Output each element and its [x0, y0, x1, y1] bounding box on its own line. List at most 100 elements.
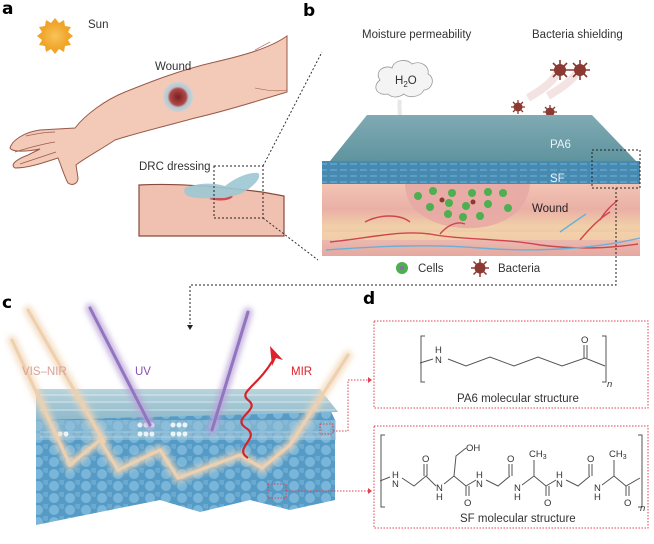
uv-label: UV	[135, 366, 151, 378]
sf-n: N	[594, 483, 601, 494]
sf-h: H	[392, 470, 399, 481]
wound-label-a: Wound	[155, 61, 191, 73]
panel-d: d H N O n PA6 molecular structure	[363, 289, 649, 529]
cell-icon	[468, 189, 476, 197]
panel-letter-c: c	[2, 293, 12, 313]
mir-arrow-icon	[270, 346, 283, 366]
cell-icon	[484, 188, 492, 196]
sf-n: N	[392, 479, 399, 490]
dressing-patch	[184, 172, 260, 199]
bacteria-trails	[525, 68, 582, 102]
zoom-line-bottom	[262, 217, 319, 261]
pa6-caption: PA6 molecular structure	[457, 393, 579, 405]
pa6-layer	[330, 115, 636, 161]
arrow-head-icon	[187, 325, 193, 330]
sf-structure	[379, 434, 643, 508]
bacteria-shielding-label: Bacteria shielding	[532, 29, 623, 41]
cell-icon	[448, 189, 456, 197]
panel-letter-a: a	[2, 0, 13, 19]
cell-icon	[459, 213, 467, 221]
zoom-box-a	[213, 165, 264, 219]
pa6-o: O	[581, 335, 588, 346]
sf-o: O	[507, 454, 514, 465]
cell-icon	[476, 212, 484, 220]
sf-oh: OH	[466, 443, 480, 454]
visnir-label: VIS–NIR	[22, 366, 67, 378]
cell-icon	[429, 187, 437, 195]
legend: Cells Bacteria	[396, 259, 541, 277]
sf-n: N	[436, 483, 443, 494]
sf-n: N	[556, 479, 563, 490]
legend-cells-label: Cells	[418, 263, 444, 275]
panel-b: b Moisture permeability Bacteria shieldi…	[187, 1, 641, 330]
sf-h: H	[436, 492, 443, 503]
sf-o: O	[544, 498, 551, 509]
sf-n: N	[514, 483, 521, 494]
sf-h: H	[594, 492, 601, 503]
sf-h: H	[514, 492, 521, 503]
pa6-n: N	[435, 355, 442, 366]
sf-o: O	[422, 454, 429, 465]
dressing-label: DRC dressing	[139, 161, 211, 173]
sf-o: O	[624, 498, 631, 509]
pa6-fiber-layer	[36, 420, 336, 440]
pa6-repeat-n: n	[607, 379, 612, 390]
sf-ch3: CH3	[609, 449, 627, 461]
sun-icon	[37, 18, 73, 54]
bacteria-icon	[511, 100, 525, 114]
legend-bacteria-label: Bacteria	[498, 263, 541, 275]
sf-structure-box	[373, 425, 649, 529]
sun-label: Sun	[88, 19, 108, 31]
cell-icon	[462, 202, 470, 210]
dressing-skin-block	[322, 115, 641, 256]
arrow-head-icon	[368, 488, 372, 494]
cell-icon	[426, 203, 434, 211]
arm-illustration	[9, 35, 288, 185]
sf-h: H	[556, 470, 563, 481]
pa6-structure	[419, 335, 607, 383]
pa6-label: PA6	[550, 139, 571, 151]
mir-wave	[240, 346, 283, 459]
cell-icon	[484, 200, 492, 208]
panel-letter-d: d	[363, 289, 375, 309]
moisture-label: Moisture permeability	[362, 29, 472, 41]
zoom-line-top	[262, 51, 323, 167]
zoom-connector	[189, 188, 617, 326]
callout-box-pa6	[319, 423, 334, 435]
legend-cell-icon	[396, 262, 408, 274]
wound-spot	[163, 82, 193, 112]
bacteria-group	[511, 60, 590, 119]
panel-a: a Sun Wound DRC dressing	[2, 0, 323, 261]
sf-label: SF	[550, 173, 565, 185]
sf-ch3: CH3	[529, 449, 547, 461]
wound-label-b: Wound	[532, 203, 568, 215]
sf-o: O	[587, 454, 594, 465]
h2o-cloud-icon	[375, 60, 433, 123]
cells-group	[414, 187, 512, 221]
cell-icon	[444, 210, 452, 218]
visnir-beams	[7, 305, 353, 484]
sf-n: N	[476, 479, 483, 490]
bacteria-icon	[470, 199, 476, 205]
fiber-block	[36, 389, 338, 525]
sf-repeat-n: n	[640, 503, 645, 514]
cell-icon	[414, 192, 422, 200]
mir-label: MIR	[291, 366, 312, 378]
cell-icon	[504, 204, 512, 212]
sf-layer	[322, 161, 640, 184]
arrow-head-icon	[368, 377, 372, 383]
uv-beams	[85, 303, 253, 435]
sf-o: O	[464, 498, 471, 509]
pa6-h: H	[435, 345, 442, 356]
sf-h: H	[476, 470, 483, 481]
panel-letter-b: b	[303, 1, 315, 21]
bacteria-icon	[550, 60, 570, 80]
pa6-structure-box	[373, 320, 649, 409]
pa6-top-layer	[36, 389, 338, 420]
sf-caption: SF molecular structure	[460, 513, 576, 525]
panel-c: c	[2, 293, 372, 525]
incision	[209, 195, 233, 201]
cell-icon	[499, 189, 507, 197]
lymph-vessels	[325, 213, 641, 251]
